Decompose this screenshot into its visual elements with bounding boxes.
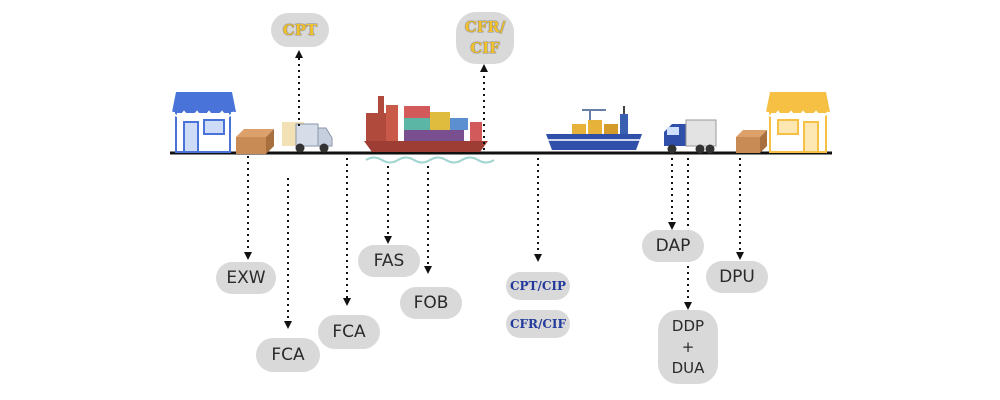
label-ddp-line1: DDP [671, 316, 705, 335]
label-fca-2: FCA [318, 315, 380, 349]
label-exw: EXW [216, 262, 276, 294]
label-fas-text: FAS [373, 251, 405, 271]
label-dpu: DPU [706, 261, 768, 293]
label-ddp-line3: DUA [671, 358, 705, 377]
label-exw-text: EXW [226, 268, 266, 288]
label-fob-text: FOB [413, 293, 449, 313]
label-dpu-text: DPU [719, 267, 755, 287]
label-ddp-line2: + [681, 337, 695, 356]
label-cfr-cif-top: CFR/ CIF [456, 12, 514, 64]
label-cfr-top-line2: CIF [470, 39, 500, 57]
truck-icon [664, 119, 717, 154]
label-fca-1: FCA [256, 338, 320, 372]
container-ship-icon [546, 106, 642, 150]
label-cfr-top-line1: CFR/ [464, 18, 506, 36]
label-dap: DAP [642, 230, 704, 262]
port-cargo-ship-icon [364, 96, 495, 164]
label-cpt-cip-text: CPT/CIP [509, 279, 567, 293]
label-ddp-dua: DDP + DUA [658, 310, 718, 384]
box-icon [736, 130, 767, 153]
label-fca-1-text: FCA [271, 345, 305, 365]
label-cpt-top-text: CPT [282, 21, 318, 39]
buyer-shop-icon [765, 92, 830, 153]
label-fca-2-text: FCA [332, 322, 366, 342]
label-cpt-cip: CPT/CIP [506, 272, 570, 300]
label-cfr-cif: CFR/CIF [506, 310, 570, 338]
box-icon [236, 129, 274, 154]
label-fas: FAS [358, 245, 420, 277]
label-cpt-top: CPT [271, 13, 329, 47]
label-dap-text: DAP [655, 236, 691, 256]
label-fob: FOB [400, 287, 462, 319]
arrows [244, 50, 744, 329]
delivery-van-icon [282, 122, 333, 153]
seller-shop-icon [171, 92, 236, 153]
label-cfr-cif-text: CFR/CIF [509, 317, 567, 331]
